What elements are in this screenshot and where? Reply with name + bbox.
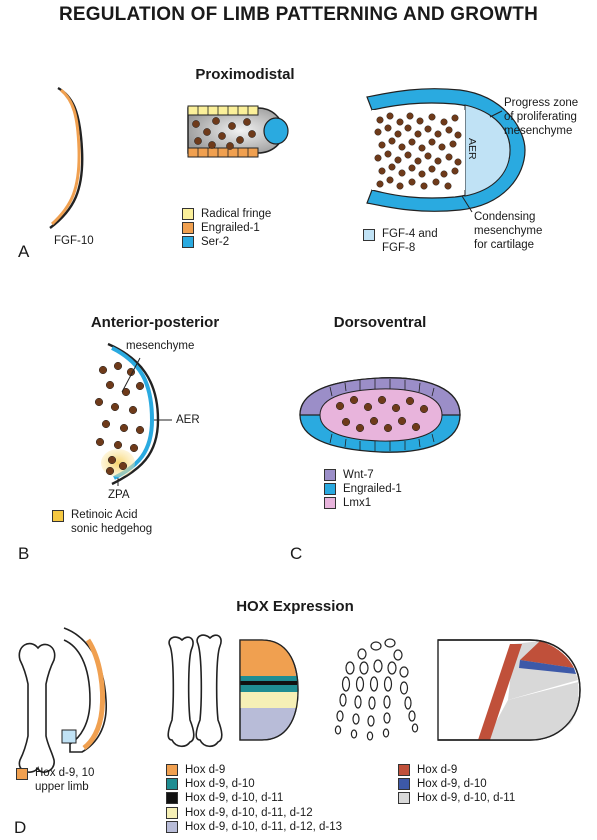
legend-item-hox-upper-limb: Hox d-9, 10 upper limb — [16, 766, 94, 794]
hox-legend-left: Hox d-9, 10 upper limb — [16, 766, 94, 794]
legend-label: Hox d-9, d-10 — [417, 778, 487, 791]
legend-item-engrailed-1-dv: Engrailed-1 — [324, 482, 402, 496]
legend-label: Hox d-9, 10 upper limb — [35, 767, 95, 793]
legend-swatch — [182, 208, 194, 221]
legend-item-hox-d9-d12: Hox d-9, d-10, d-11, d-12 — [166, 806, 342, 820]
legend-swatch — [398, 764, 410, 777]
anterior-posterior-legend: Retinoic Acid sonic hedgehog — [52, 508, 152, 536]
hox-heading: HOX Expression — [236, 598, 354, 615]
fgf10-label: FGF-10 — [54, 235, 94, 247]
legend-swatch — [52, 510, 64, 522]
legend-item-hox-d9-red: Hox d-9 — [398, 763, 515, 777]
panel-b-label: B — [18, 544, 30, 563]
legend-label: Hox d-9, d-10 — [185, 778, 255, 791]
legend-swatch — [324, 497, 336, 510]
legend-label: Hox d-9, d-10, d-11 — [417, 792, 516, 805]
hox-upper-limb — [18, 627, 107, 773]
legend-swatch — [182, 236, 194, 249]
condensing-mesenchyme-label: Condensing mesenchyme for cartilage — [474, 211, 543, 251]
legend-swatch — [166, 778, 178, 791]
legend-item-ser-2: Ser-2 — [182, 235, 271, 249]
legend-item-hox-d9-d10-navy: Hox d-9, d-10 — [398, 777, 515, 791]
legend-swatch — [166, 820, 178, 833]
hox-forearm — [167, 634, 299, 748]
aer-label-ap: AER — [176, 414, 200, 426]
legend-label: Radical fringe — [201, 208, 272, 221]
legend-label: Engrailed-1 — [201, 222, 260, 235]
dorsoventral-bud — [299, 377, 461, 453]
legend-swatch — [16, 768, 28, 780]
legend-label: Hox d-9, d-10, d-11, d-12, d-13 — [185, 820, 343, 833]
panel-d-label: D — [14, 818, 27, 837]
legend-swatch — [182, 222, 194, 235]
proximodistal-bud-right — [366, 88, 526, 213]
legend-swatch — [363, 229, 375, 241]
legend-label: Engrailed-1 — [343, 483, 402, 496]
legend-item-hox-d9-d11: Hox d-9, d-10, d-11 — [166, 791, 342, 805]
legend-item-hox-d9-d10: Hox d-9, d-10 — [166, 777, 342, 791]
hox-hand — [334, 638, 581, 741]
legend-swatch — [324, 483, 336, 496]
legend-label: Hox d-9, d-10, d-11, d-12 — [185, 806, 313, 819]
proximodistal-legend-right: FGF-4 and FGF-8 — [363, 227, 438, 255]
main-title: REGULATION OF LIMB PATTERNING AND GROWTH — [58, 4, 539, 25]
panel-c-label: C — [290, 544, 303, 563]
legend-item-wnt-7: Wnt-7 — [324, 468, 402, 482]
aer-label-proximodistal: AER — [466, 138, 478, 160]
legend-item-radical-fringe: Radical fringe — [182, 207, 271, 221]
legend-swatch — [166, 764, 178, 777]
anterior-posterior-heading: Anterior-posterior — [90, 314, 220, 331]
zpa-label: ZPA — [108, 489, 130, 501]
legend-label: FGF-4 and FGF-8 — [382, 228, 438, 254]
legend-item-retinoic-acid: Retinoic Acid sonic hedgehog — [52, 508, 152, 536]
legend-label: Lmx1 — [343, 497, 372, 510]
dorsoventral-legend: Wnt-7 Engrailed-1 Lmx1 — [324, 468, 402, 511]
dorsoventral-heading: Dorsoventral — [333, 314, 427, 331]
proximodistal-legend-mid: Radical fringe Engrailed-1 Ser-2 — [182, 207, 271, 250]
legend-item-lmx1: Lmx1 — [324, 496, 402, 510]
legend-item-fgf4-fgf8: FGF-4 and FGF-8 — [363, 227, 438, 255]
legend-label: Hox d-9, d-10, d-11 — [185, 792, 284, 805]
legend-label: Wnt-7 — [343, 469, 374, 482]
panel-a-label: A — [18, 242, 30, 261]
legend-swatch — [166, 792, 178, 805]
legend-label: Hox d-9 — [417, 764, 458, 777]
legend-label: Retinoic Acid sonic hedgehog — [71, 509, 153, 535]
hox-legend-middle: Hox d-9 Hox d-9, d-10 Hox d-9, d-10, d-1… — [166, 763, 342, 834]
hox-legend-right: Hox d-9 Hox d-9, d-10 Hox d-9, d-10, d-1… — [398, 763, 515, 806]
progress-zone-label: Progress zone of proliferating mesenchym… — [504, 97, 579, 137]
legend-item-hox-d9-d11-gray: Hox d-9, d-10, d-11 — [398, 791, 515, 805]
fgf10-limb-bud — [49, 86, 84, 229]
proximodistal-heading: Proximodistal — [195, 66, 295, 83]
legend-swatch — [324, 469, 336, 482]
legend-item-hox-d9-d13: Hox d-9, d-10, d-11, d-12, d-13 — [166, 820, 342, 834]
legend-swatch — [166, 806, 178, 819]
legend-label: Ser-2 — [201, 236, 230, 249]
legend-item-hox-d9: Hox d-9 — [166, 763, 342, 777]
legend-label: Hox d-9 — [185, 764, 226, 777]
proximodistal-bud-middle — [187, 105, 289, 158]
anterior-posterior-bud — [94, 342, 172, 486]
legend-swatch — [398, 778, 410, 791]
legend-item-engrailed-1: Engrailed-1 — [182, 221, 271, 235]
mesenchyme-label: mesenchyme — [126, 340, 195, 352]
legend-swatch — [398, 792, 410, 805]
